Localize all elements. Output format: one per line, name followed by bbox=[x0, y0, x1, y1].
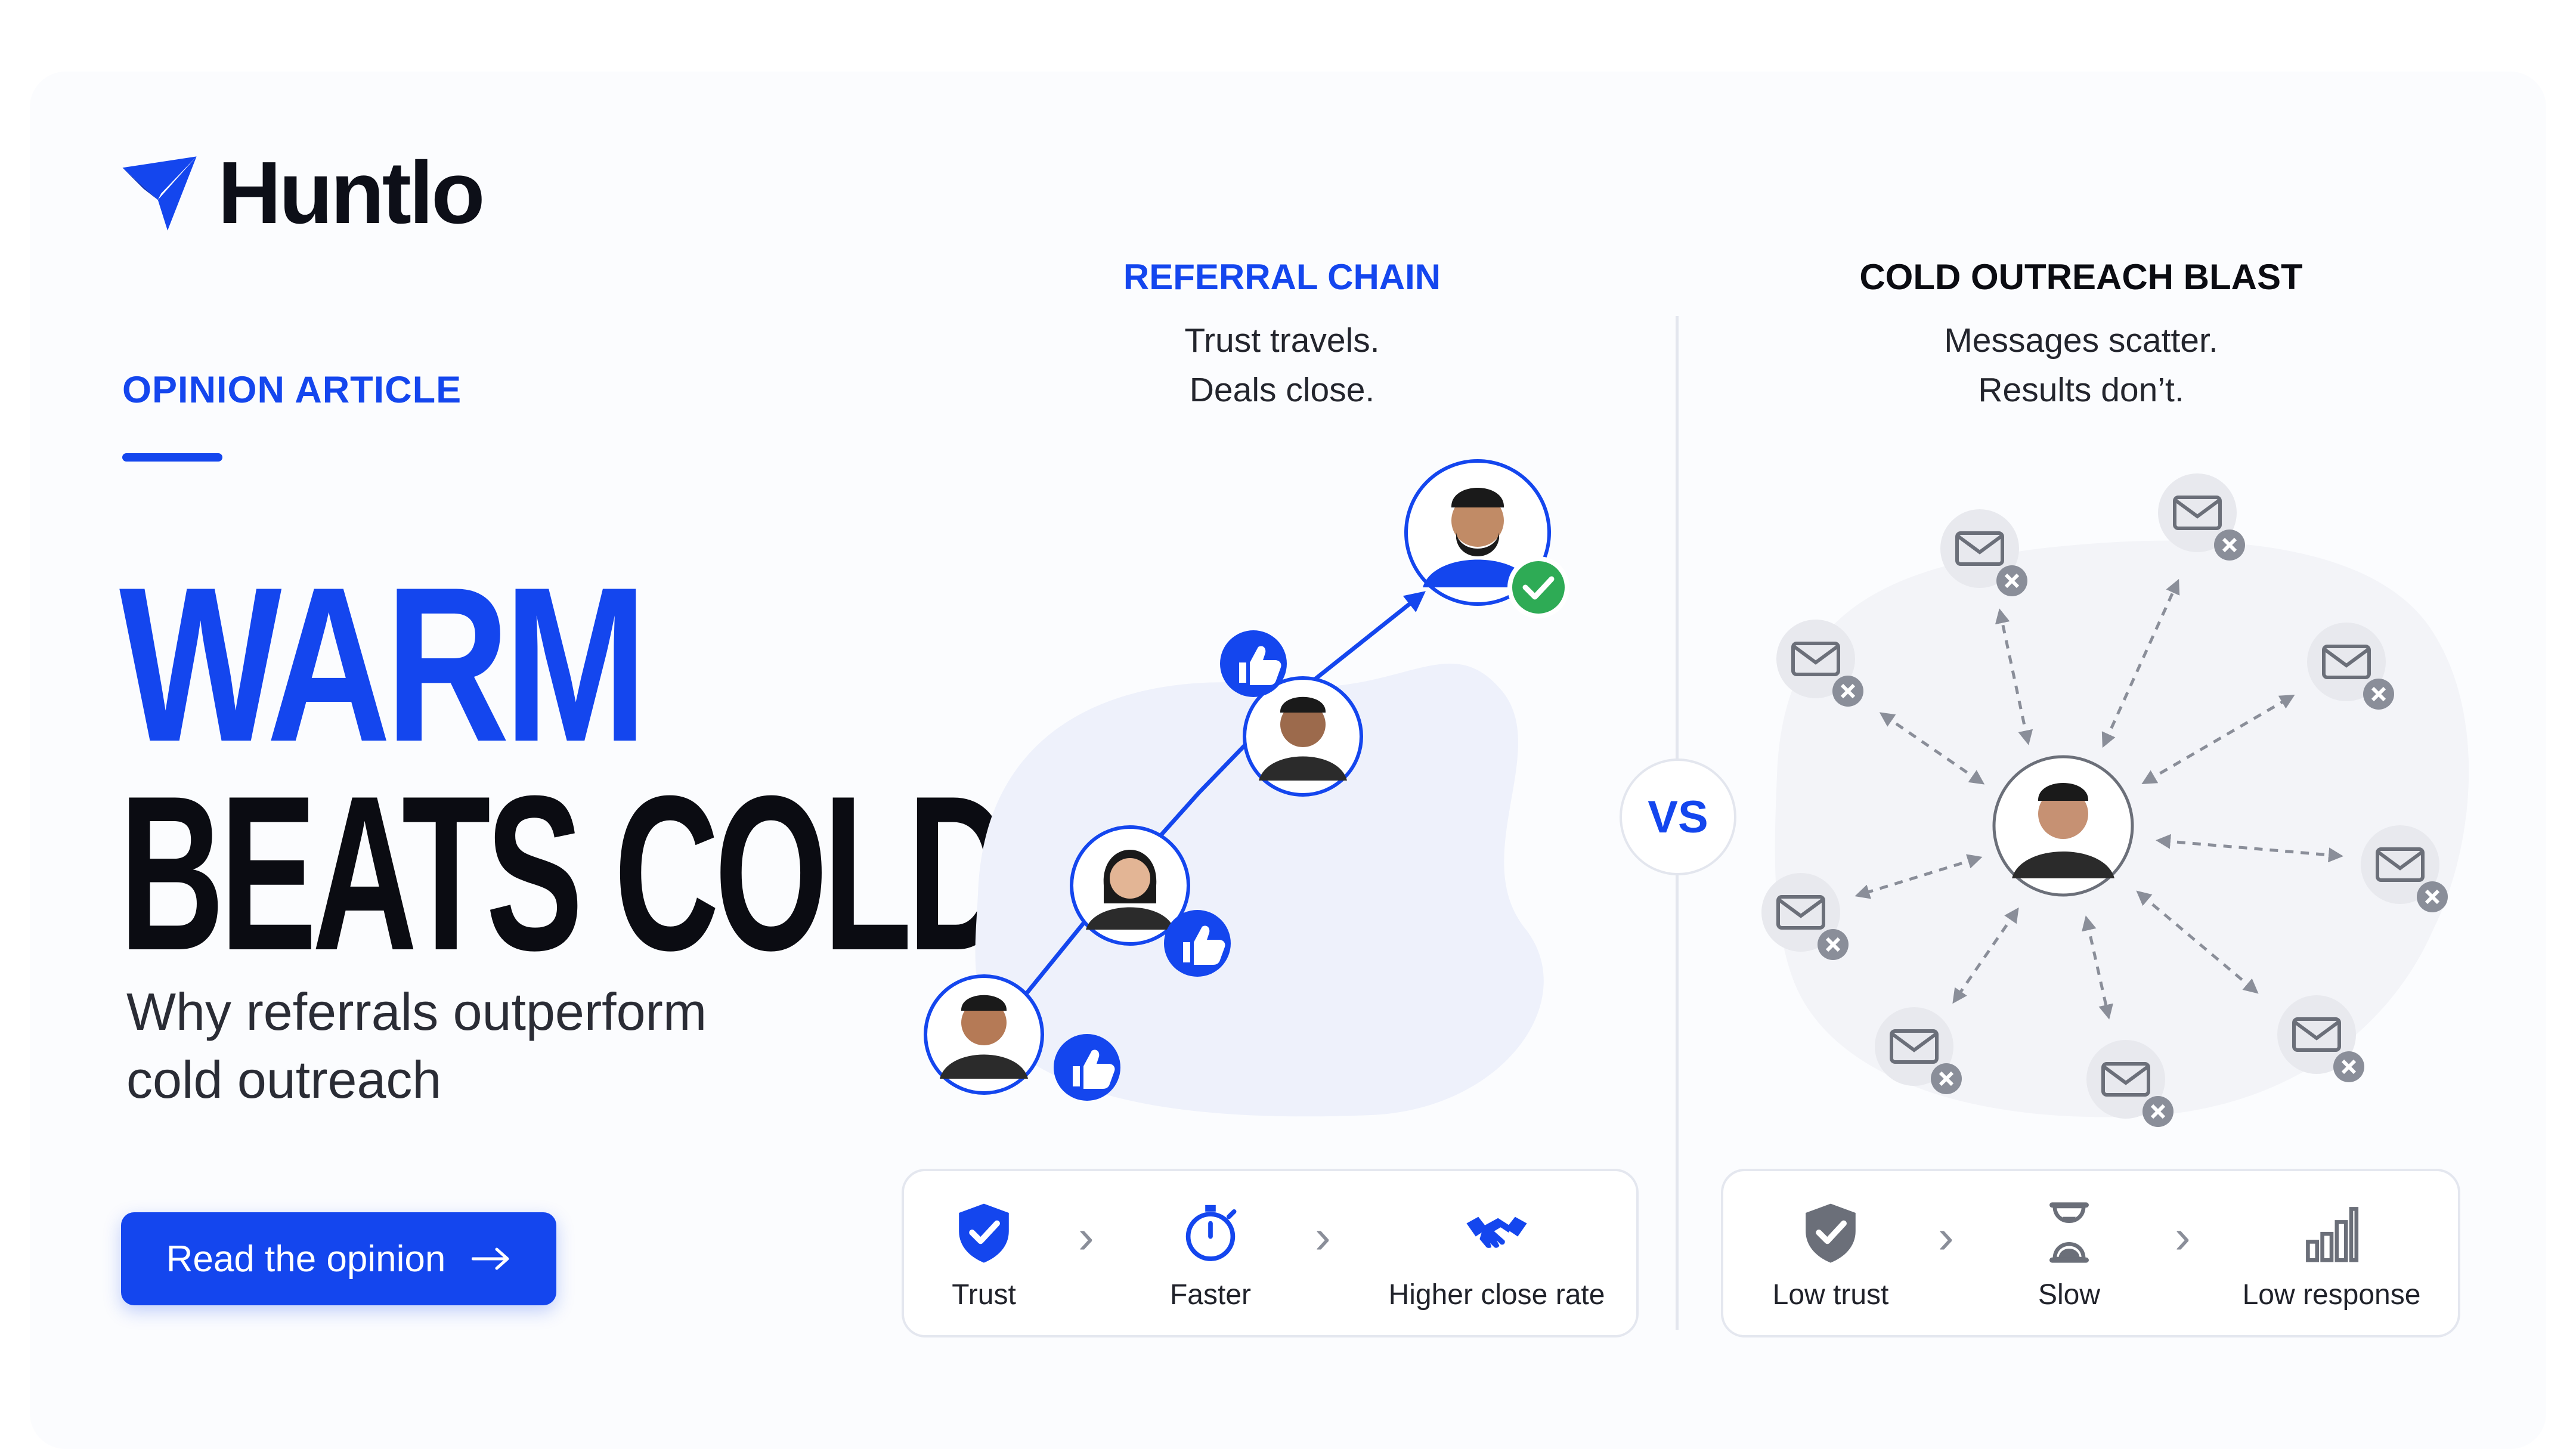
email-rejected-icon bbox=[1940, 509, 2027, 596]
step-higher-close-rate: Higher close rate bbox=[1377, 1200, 1616, 1311]
shield-check-icon bbox=[1806, 1203, 1856, 1263]
scatter-arrows bbox=[1854, 578, 2343, 1020]
referral-benefits-bar bbox=[902, 1169, 1639, 1337]
step-low-trust: Low trust bbox=[1765, 1200, 1896, 1311]
referral-chain-title: REFERRAL CHAIN bbox=[1123, 257, 1441, 297]
article-category: OPINION ARTICLE bbox=[122, 369, 462, 411]
referral-person-4-closed-deal bbox=[1404, 459, 1551, 606]
thumbs-up-icon bbox=[1220, 630, 1287, 697]
step-slow: Slow bbox=[2021, 1200, 2117, 1311]
referral-sub-line1: Trust travels. bbox=[1184, 321, 1380, 360]
referral-sub-line2: Deals close. bbox=[1189, 370, 1375, 409]
headline-warm: WARM bbox=[119, 541, 648, 788]
handshake-icon bbox=[1466, 1216, 1527, 1248]
step-low-trust-label: Low trust bbox=[1772, 1279, 1889, 1311]
email-rejected-icon bbox=[1875, 1007, 1962, 1094]
cold-sub-line2: Results don’t. bbox=[1978, 370, 2184, 409]
step-trust: Trust bbox=[930, 1200, 1038, 1311]
cold-sender-person bbox=[1992, 755, 2134, 897]
step-slow-label: Slow bbox=[2038, 1279, 2101, 1311]
email-rejected-icon bbox=[1761, 873, 1849, 960]
headline-beats-cold: BEATS COLD bbox=[119, 750, 1013, 996]
chevron-right-icon: › bbox=[1315, 1210, 1331, 1263]
shield-check-icon bbox=[959, 1203, 1009, 1263]
bar-chart-icon bbox=[2306, 1207, 2359, 1262]
paper-plane-logo-icon bbox=[122, 156, 197, 231]
chevron-right-icon: › bbox=[1078, 1210, 1094, 1263]
referral-person-2 bbox=[1070, 825, 1190, 946]
hero-subtitle-line2: cold outreach bbox=[126, 1050, 442, 1110]
read-opinion-button[interactable]: Read the opinion bbox=[121, 1212, 556, 1305]
cold-outreach-title: COLD OUTREACH BLAST bbox=[1859, 257, 2303, 297]
hero-subtitle: Why referrals outperform cold outreach bbox=[126, 978, 842, 1114]
email-rejected-icon bbox=[2086, 1040, 2174, 1127]
check-badge-icon bbox=[1507, 556, 1569, 618]
cold-outreach-subtitle: Messages scatter. Results don’t. bbox=[1813, 316, 2349, 414]
referral-chain-line bbox=[1018, 591, 1426, 1004]
hourglass-icon bbox=[2049, 1202, 2089, 1263]
step-faster-label: Faster bbox=[1169, 1279, 1252, 1311]
stopwatch-icon bbox=[1185, 1205, 1237, 1261]
referral-person-1 bbox=[924, 974, 1044, 1095]
step-faster: Faster bbox=[1151, 1200, 1270, 1311]
versus-badge: VS bbox=[1620, 758, 1736, 875]
brand-logo[interactable]: Huntlo bbox=[119, 144, 485, 242]
step-trust-label: Trust bbox=[952, 1279, 1016, 1311]
email-rejected-icon bbox=[2307, 623, 2394, 710]
email-rejected-icon bbox=[2158, 473, 2245, 561]
referral-person-3 bbox=[1243, 676, 1363, 797]
thumbs-up-icon bbox=[1054, 1034, 1120, 1101]
eyebrow-underline bbox=[122, 453, 222, 462]
step-higher-close-rate-label: Higher close rate bbox=[1388, 1279, 1605, 1311]
read-opinion-label: Read the opinion bbox=[166, 1238, 446, 1280]
thumbs-up-icon bbox=[1164, 910, 1231, 977]
step-low-response-label: Low response bbox=[2242, 1279, 2421, 1311]
arrow-right-icon bbox=[472, 1247, 509, 1270]
chevron-right-icon: › bbox=[1938, 1210, 1954, 1263]
referral-background-blob bbox=[975, 663, 1544, 1117]
email-rejected-icon bbox=[1776, 620, 1863, 707]
brand-name: Huntlo bbox=[218, 144, 485, 242]
referral-chain-subtitle: Trust travels. Deals close. bbox=[1014, 316, 1550, 414]
email-rejected-icon bbox=[2361, 825, 2448, 912]
chevron-right-icon: › bbox=[2175, 1210, 2191, 1263]
hero-subtitle-line1: Why referrals outperform bbox=[126, 982, 707, 1041]
cold-sub-line1: Messages scatter. bbox=[1944, 321, 2218, 360]
email-rejected-icon bbox=[2277, 995, 2364, 1082]
step-low-response: Low response bbox=[2236, 1200, 2427, 1311]
